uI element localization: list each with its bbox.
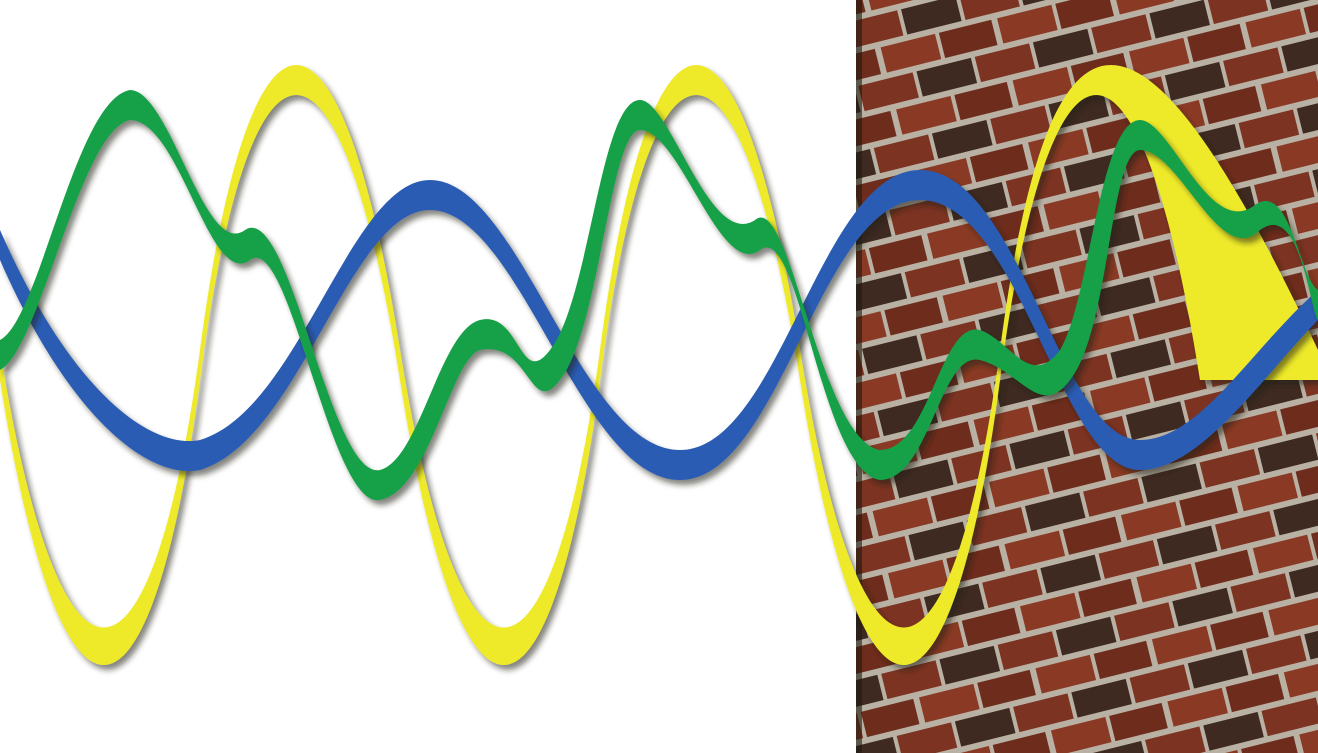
wave-artwork: [0, 0, 1318, 753]
artwork-svg: [0, 0, 1318, 753]
